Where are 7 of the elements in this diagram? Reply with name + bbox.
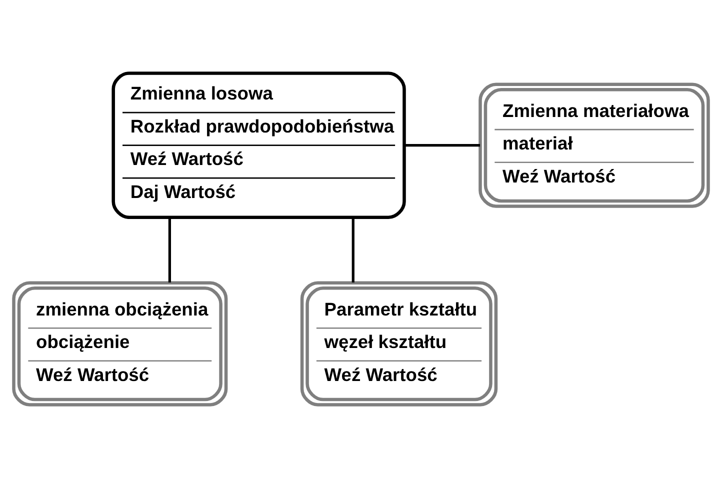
node-box: Zmienna losowa Rozkład prawdopodobieństwa Weź Wartość Daj Wartość — [112, 71, 406, 219]
connector — [352, 217, 354, 282]
node-box: Parametr kształtu węzeł kształtu Weź Wartość — [300, 280, 498, 406]
connector — [404, 144, 480, 146]
node-box: Zmienna materiałowa materiał Weź Wartość — [478, 82, 710, 208]
connector — [168, 217, 171, 282]
node-box: zmienna obciążenia obciążenie Weź Wartość — [12, 280, 228, 406]
